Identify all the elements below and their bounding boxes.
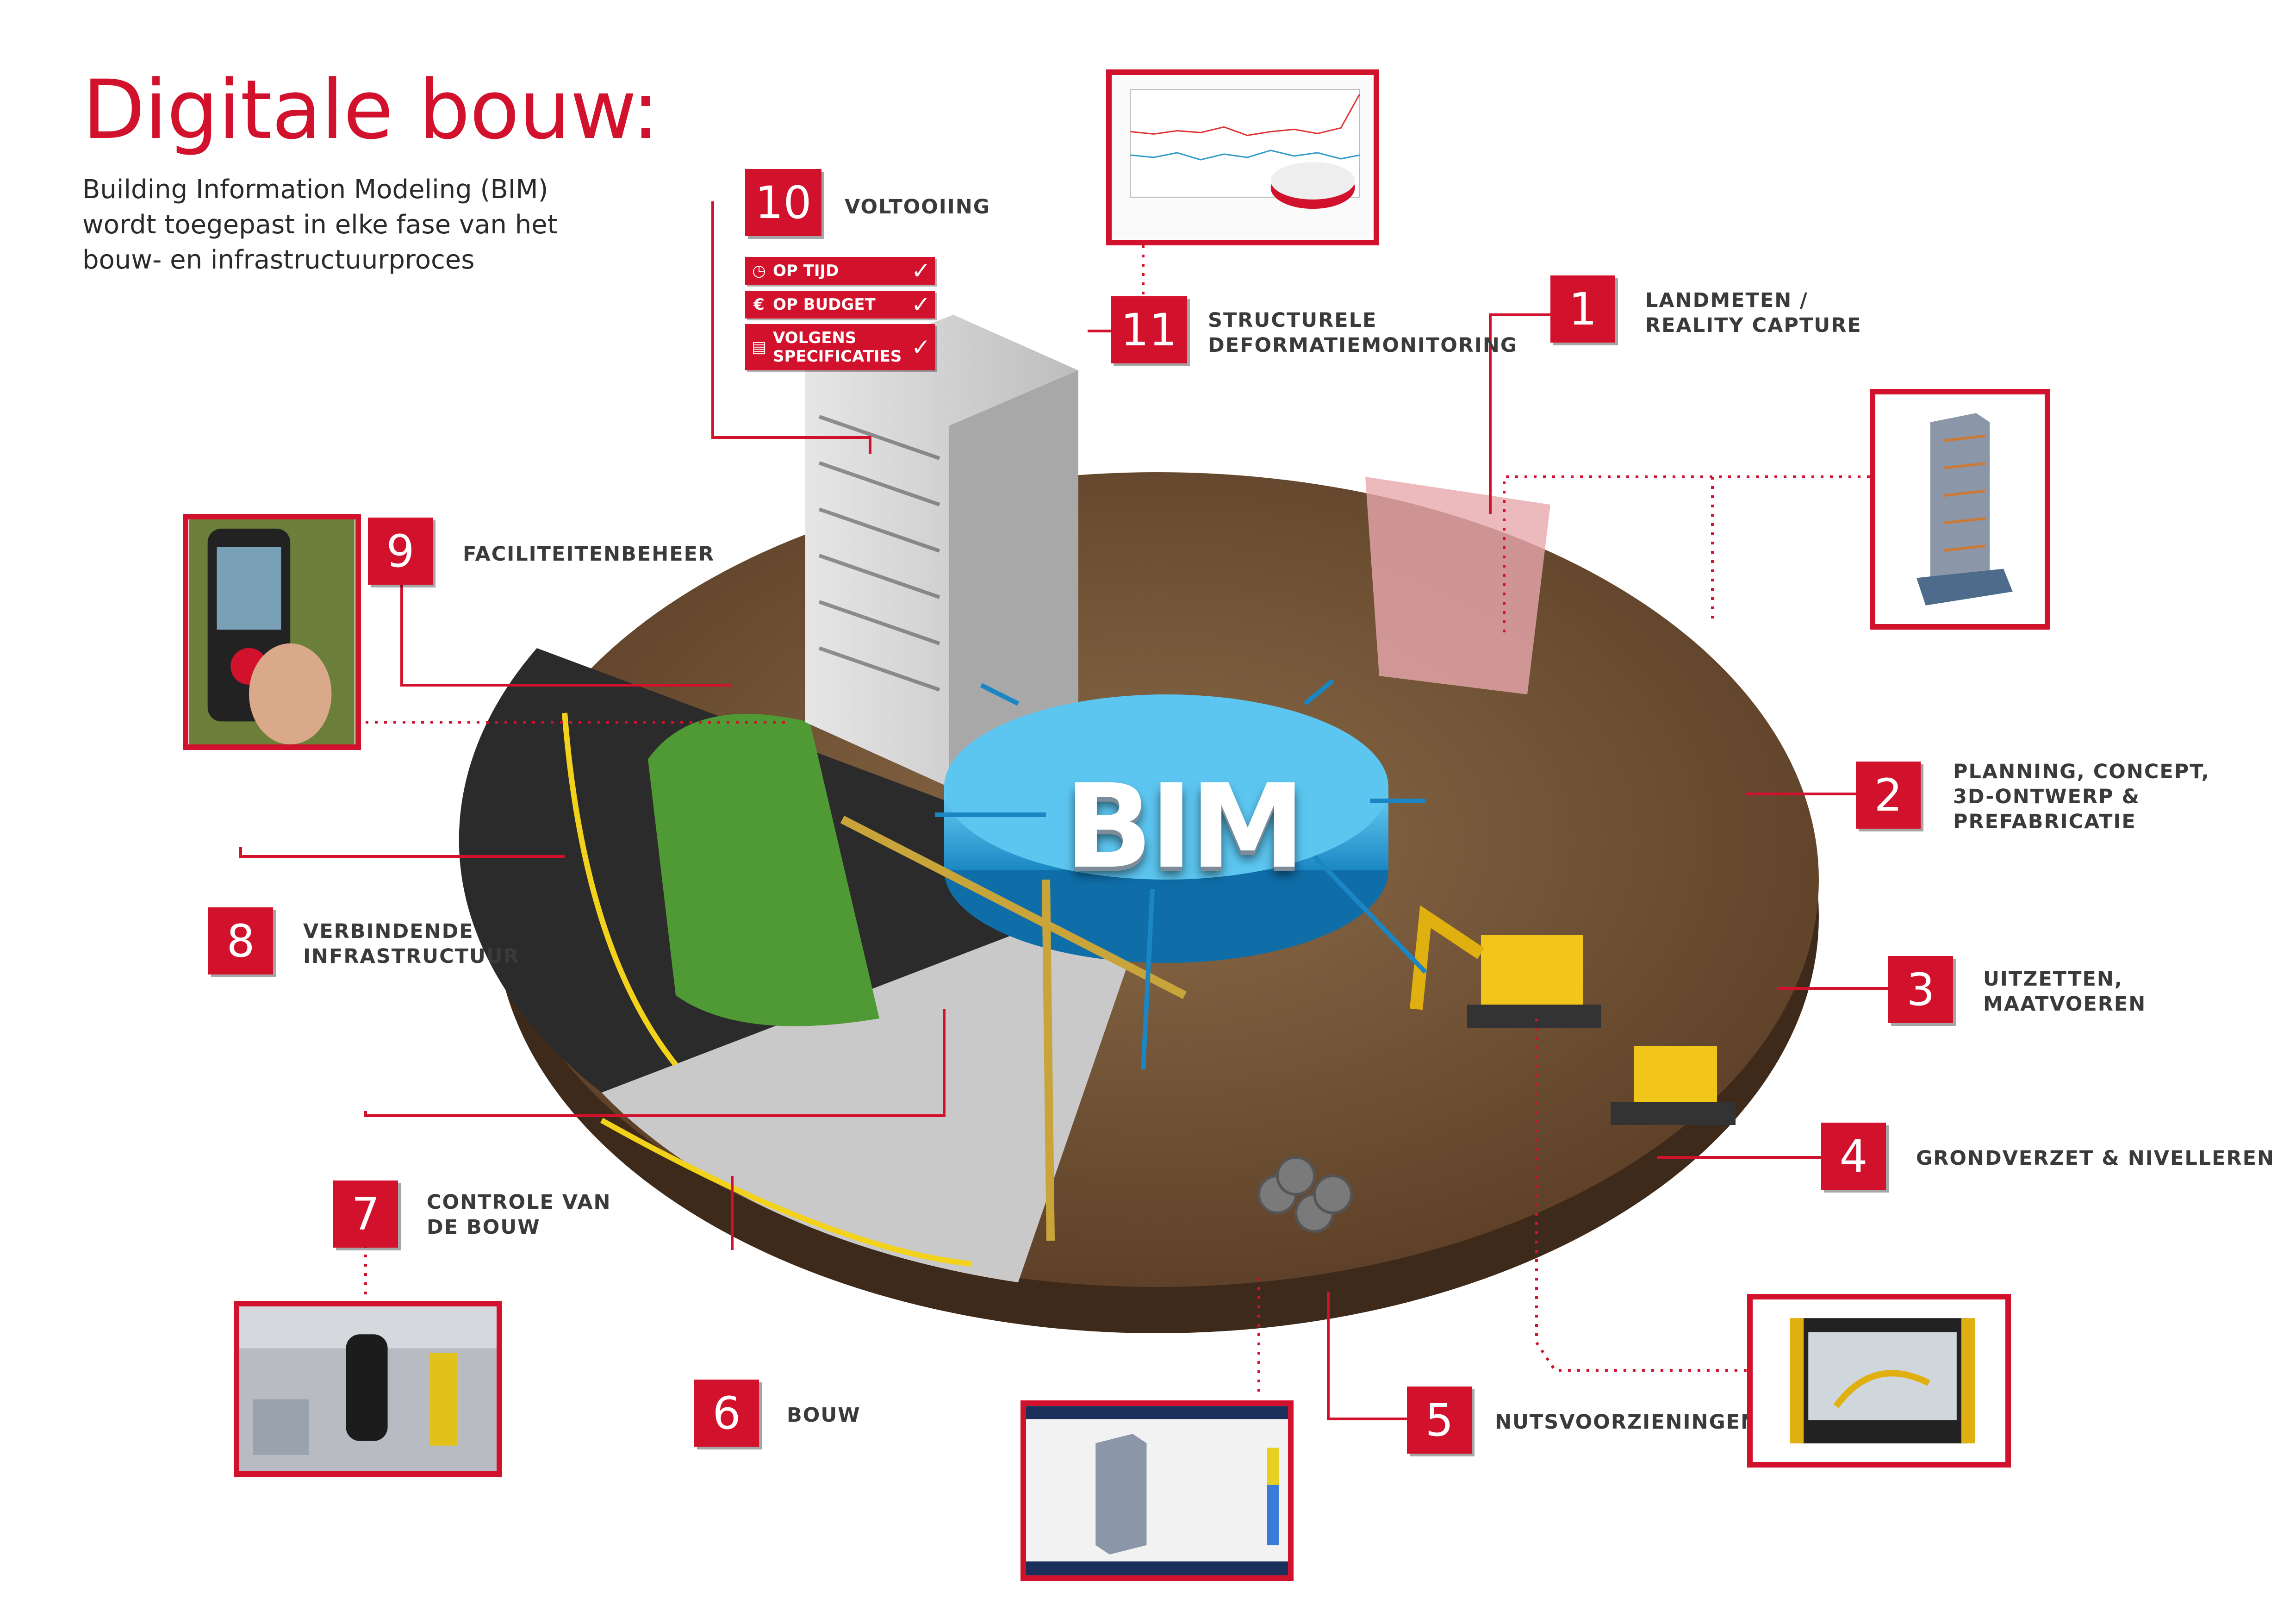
checkmark-icon: ✓ bbox=[911, 257, 931, 284]
euro-icon: € bbox=[753, 295, 765, 314]
check-row-specifications: ▤ VOLGENS SPECIFICATIES ✓ bbox=[745, 324, 935, 370]
tower-crane bbox=[840, 815, 1187, 1241]
handheld-gps-photo bbox=[189, 519, 355, 744]
subtitle-line: Building Information Modeling (BIM) bbox=[82, 175, 548, 205]
bim-model-inset bbox=[1870, 389, 2050, 630]
phase-badge-6: 6 bbox=[694, 1380, 759, 1447]
tablet-software-inset bbox=[1020, 1400, 1294, 1581]
phase-label-4: GRONDVERZET & NIVELLEREN bbox=[1916, 1147, 2275, 1170]
scanner-inset bbox=[234, 1301, 502, 1477]
phase-label-3: UITZETTEN,MAATVOEREN bbox=[1983, 968, 2147, 1016]
phase-badge-8: 8 bbox=[208, 907, 273, 974]
phase-badge-11: 11 bbox=[1111, 296, 1187, 363]
subtitle-line: wordt toegepast in elke fase van het bbox=[82, 210, 558, 240]
subtitle-line: bouw- en infrastructuurproces bbox=[82, 245, 475, 275]
phase-label-2: PLANNING, CONCEPT,3D-ONTWERP &PREFABRICA… bbox=[1953, 760, 2210, 833]
phase-badge-10: 10 bbox=[745, 169, 821, 236]
bim-spokes bbox=[935, 679, 1427, 1070]
phase-badge-4: 4 bbox=[1821, 1123, 1886, 1190]
bulldozer bbox=[1611, 1046, 1736, 1125]
pipe-stack bbox=[1257, 1156, 1353, 1233]
excavator bbox=[1410, 905, 1601, 1028]
deformation-graph-inset bbox=[1106, 69, 1379, 245]
phase-badge-9: 9 bbox=[368, 518, 433, 585]
check-row-on-time: ◷ OP TIJD ✓ bbox=[745, 257, 935, 285]
bim-cylinder bbox=[944, 694, 1388, 963]
bim-software-screenshot bbox=[1026, 1406, 1288, 1575]
phase-badge-2: 2 bbox=[1856, 762, 1921, 829]
check-row-on-budget: € OP BUDGET ✓ bbox=[745, 291, 935, 319]
handheld-device-inset bbox=[183, 514, 361, 750]
phase-label-5: NUTSVOORZIENINGEN bbox=[1495, 1411, 1759, 1434]
phase-label-6: BOUW bbox=[787, 1404, 861, 1427]
phase-badge-7: 7 bbox=[333, 1181, 398, 1248]
checkmark-icon: ✓ bbox=[911, 334, 931, 361]
phase-label-1: LANDMETEN /REALITY CAPTURE bbox=[1645, 289, 1862, 337]
bim-center-label: BIM bbox=[1064, 759, 1305, 894]
page-subtitle: Building Information Modeling (BIM) word… bbox=[82, 172, 684, 278]
phase-label-10: VOLTOOIING bbox=[845, 195, 991, 219]
machine-control-inset bbox=[1747, 1294, 2011, 1468]
building-model-thumbnail bbox=[1875, 394, 2045, 624]
clipboard-icon: ▤ bbox=[751, 338, 767, 356]
phase-badge-5: 5 bbox=[1407, 1387, 1472, 1454]
clock-icon: ◷ bbox=[752, 262, 766, 280]
checkmark-icon: ✓ bbox=[911, 291, 931, 318]
page-title: Digitale bouw: bbox=[82, 62, 660, 157]
office-tower bbox=[805, 315, 1078, 787]
line-graph-thumbnail bbox=[1112, 75, 1374, 239]
phase-badge-1: 1 bbox=[1550, 275, 1615, 343]
phase-badge-3: 3 bbox=[1888, 956, 1953, 1023]
laser-scanner-photo bbox=[239, 1306, 497, 1471]
machine-control-tablet bbox=[1753, 1299, 2005, 1462]
callout-lines bbox=[239, 201, 1888, 1420]
phase-label-9: FACILITEITENBEHEER bbox=[463, 543, 715, 566]
